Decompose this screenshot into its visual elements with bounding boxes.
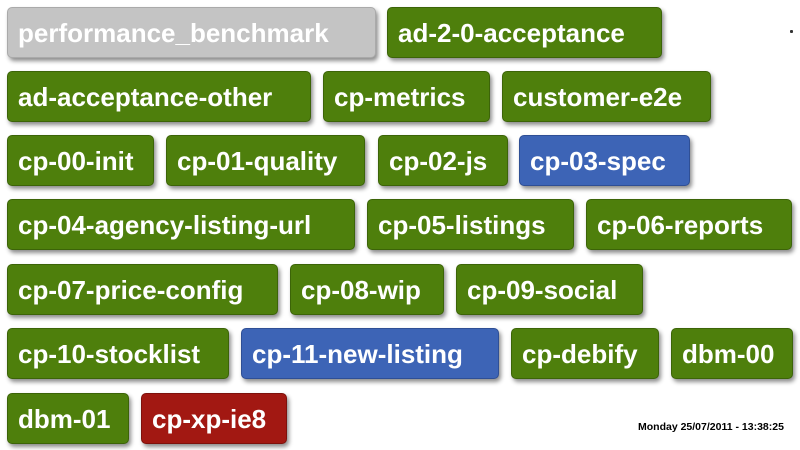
job-tile-cp-metrics[interactable]: cp-metrics xyxy=(323,71,490,122)
last-updated-timestamp: Monday 25/07/2011 - 13:38:25 xyxy=(638,421,784,433)
stray-cursor-mark xyxy=(790,30,793,33)
job-tile-cp-xp-ie8[interactable]: cp-xp-ie8 xyxy=(141,393,287,444)
job-tile-customer-e2e[interactable]: customer-e2e xyxy=(502,71,711,122)
job-tile-ad-2-0-acceptance[interactable]: ad-2-0-acceptance xyxy=(387,7,662,58)
job-tile-cp-05-listings[interactable]: cp-05-listings xyxy=(367,199,574,250)
job-tile-cp-04-agency-listing-url[interactable]: cp-04-agency-listing-url xyxy=(7,199,355,250)
job-tile-dbm-01[interactable]: dbm-01 xyxy=(7,393,129,444)
job-tile-ad-acceptance-other[interactable]: ad-acceptance-other xyxy=(7,71,311,122)
job-tile-cp-09-social[interactable]: cp-09-social xyxy=(456,264,643,315)
job-tile-cp-08-wip[interactable]: cp-08-wip xyxy=(290,264,444,315)
job-tile-cp-07-price-config[interactable]: cp-07-price-config xyxy=(7,264,278,315)
job-tile-cp-00-init[interactable]: cp-00-init xyxy=(7,135,154,186)
job-tile-cp-03-spec[interactable]: cp-03-spec xyxy=(519,135,690,186)
job-tile-cp-06-reports[interactable]: cp-06-reports xyxy=(586,199,792,250)
job-tile-cp-01-quality[interactable]: cp-01-quality xyxy=(166,135,365,186)
job-tile-dbm-00[interactable]: dbm-00 xyxy=(671,328,793,379)
job-tile-cp-10-stocklist[interactable]: cp-10-stocklist xyxy=(7,328,229,379)
job-tile-cp-02-js[interactable]: cp-02-js xyxy=(378,135,508,186)
job-tile-cp-debify[interactable]: cp-debify xyxy=(511,328,659,379)
job-tile-cp-11-new-listing[interactable]: cp-11-new-listing xyxy=(241,328,499,379)
job-tile-performance-benchmark[interactable]: performance_benchmark xyxy=(7,7,376,58)
